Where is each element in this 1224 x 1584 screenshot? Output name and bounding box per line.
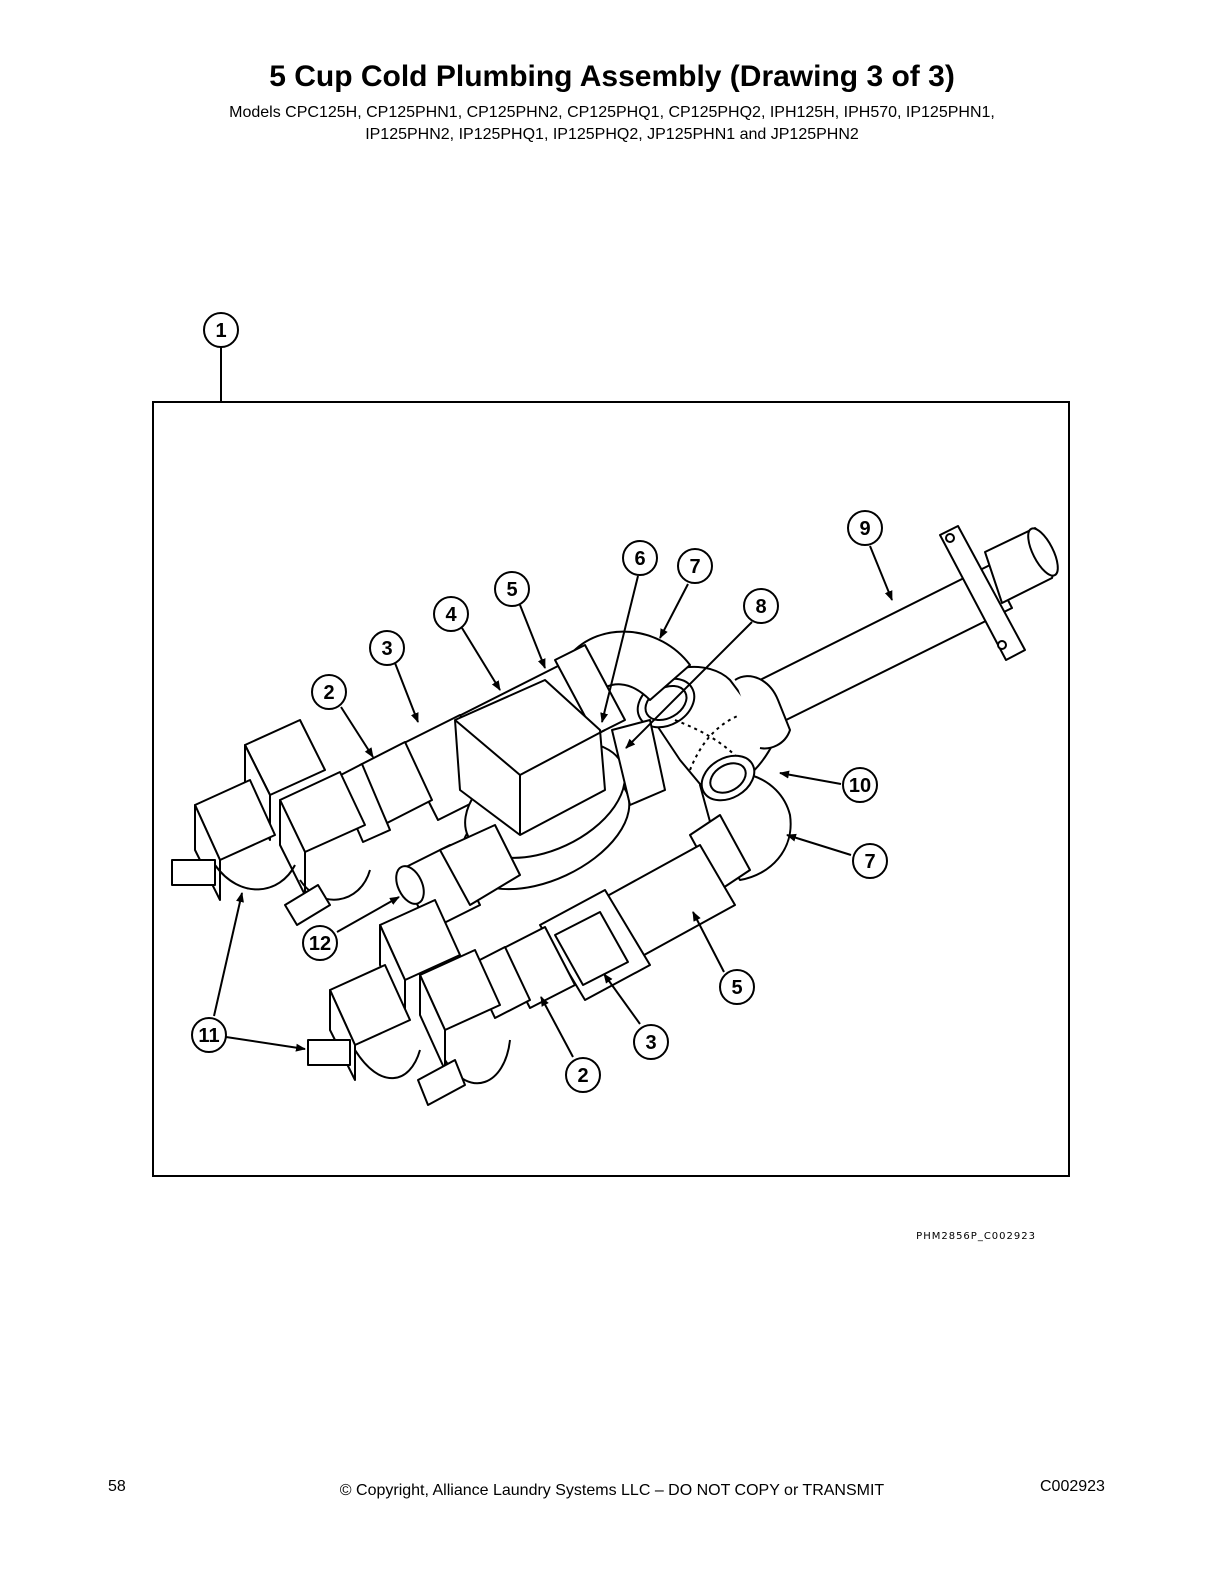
callout-5-lower-label: 5 xyxy=(731,977,742,999)
callout-10-label: 10 xyxy=(849,775,871,797)
callout-8-label: 8 xyxy=(755,596,766,618)
callout-4: 4 xyxy=(433,596,469,632)
callout-3-upper-label: 3 xyxy=(381,638,392,660)
callout-2-upper: 2 xyxy=(311,674,347,710)
callout-6: 6 xyxy=(622,540,658,576)
callout-4-label: 4 xyxy=(445,604,457,626)
lower-elbow xyxy=(689,754,792,891)
assembly-illustration xyxy=(171,525,1059,1106)
models-line-2: IP125PHN2, IP125PHQ1, IP125PHQ2, JP125PH… xyxy=(365,126,859,143)
callout-5-lower: 5 xyxy=(719,969,755,1005)
callout-5-upper-label: 5 xyxy=(506,579,517,601)
callout-7-upper-label: 7 xyxy=(689,556,700,578)
copyright-notice: © Copyright, Alliance Laundry Systems LL… xyxy=(339,1482,885,1499)
callout-2-lower: 2 xyxy=(565,1057,601,1093)
callout-3-lower: 3 xyxy=(633,1024,669,1060)
callout-10: 10 xyxy=(842,767,878,803)
upper-hose-fittings xyxy=(171,719,371,926)
callout-7-lower-label: 7 xyxy=(864,851,875,873)
callout-2-lower-label: 2 xyxy=(577,1065,588,1087)
page-number: 58 xyxy=(108,1478,126,1495)
callout-9: 9 xyxy=(847,510,883,546)
callout-11: 11 xyxy=(191,1017,227,1053)
drawing-code: PHM2856P_C002923 xyxy=(916,1231,1036,1242)
page-title: 5 Cup Cold Plumbing Assembly (Drawing 3 … xyxy=(269,60,955,93)
callout-11-label: 11 xyxy=(198,1025,219,1047)
callout-12-label: 12 xyxy=(309,933,331,955)
callout-7-upper: 7 xyxy=(677,548,713,584)
callout-1: 1 xyxy=(203,312,239,348)
outlet-pipe xyxy=(759,525,1059,723)
lower-hose-fittings xyxy=(307,899,511,1106)
models-list: Models CPC125H, CP125PHN1, CP125PHN2, CP… xyxy=(0,102,1224,146)
callout-6-label: 6 xyxy=(634,548,645,570)
callout-5-upper: 5 xyxy=(494,571,530,607)
callout-leaders xyxy=(213,545,893,1058)
drawing-frame xyxy=(152,401,1070,1177)
callout-9-label: 9 xyxy=(859,518,870,540)
lower-pipe xyxy=(469,844,736,1019)
models-line-1: Models CPC125H, CP125PHN1, CP125PHN2, CP… xyxy=(229,104,995,121)
callout-12: 12 xyxy=(302,925,338,961)
callout-7-lower: 7 xyxy=(852,843,888,879)
callout-3-lower-label: 3 xyxy=(645,1032,656,1054)
callout-2-upper-label: 2 xyxy=(323,682,334,704)
document-code: C002923 xyxy=(1040,1478,1105,1495)
callout-3-upper: 3 xyxy=(369,630,405,666)
callout-8: 8 xyxy=(743,588,779,624)
callout-1-label: 1 xyxy=(215,320,226,342)
